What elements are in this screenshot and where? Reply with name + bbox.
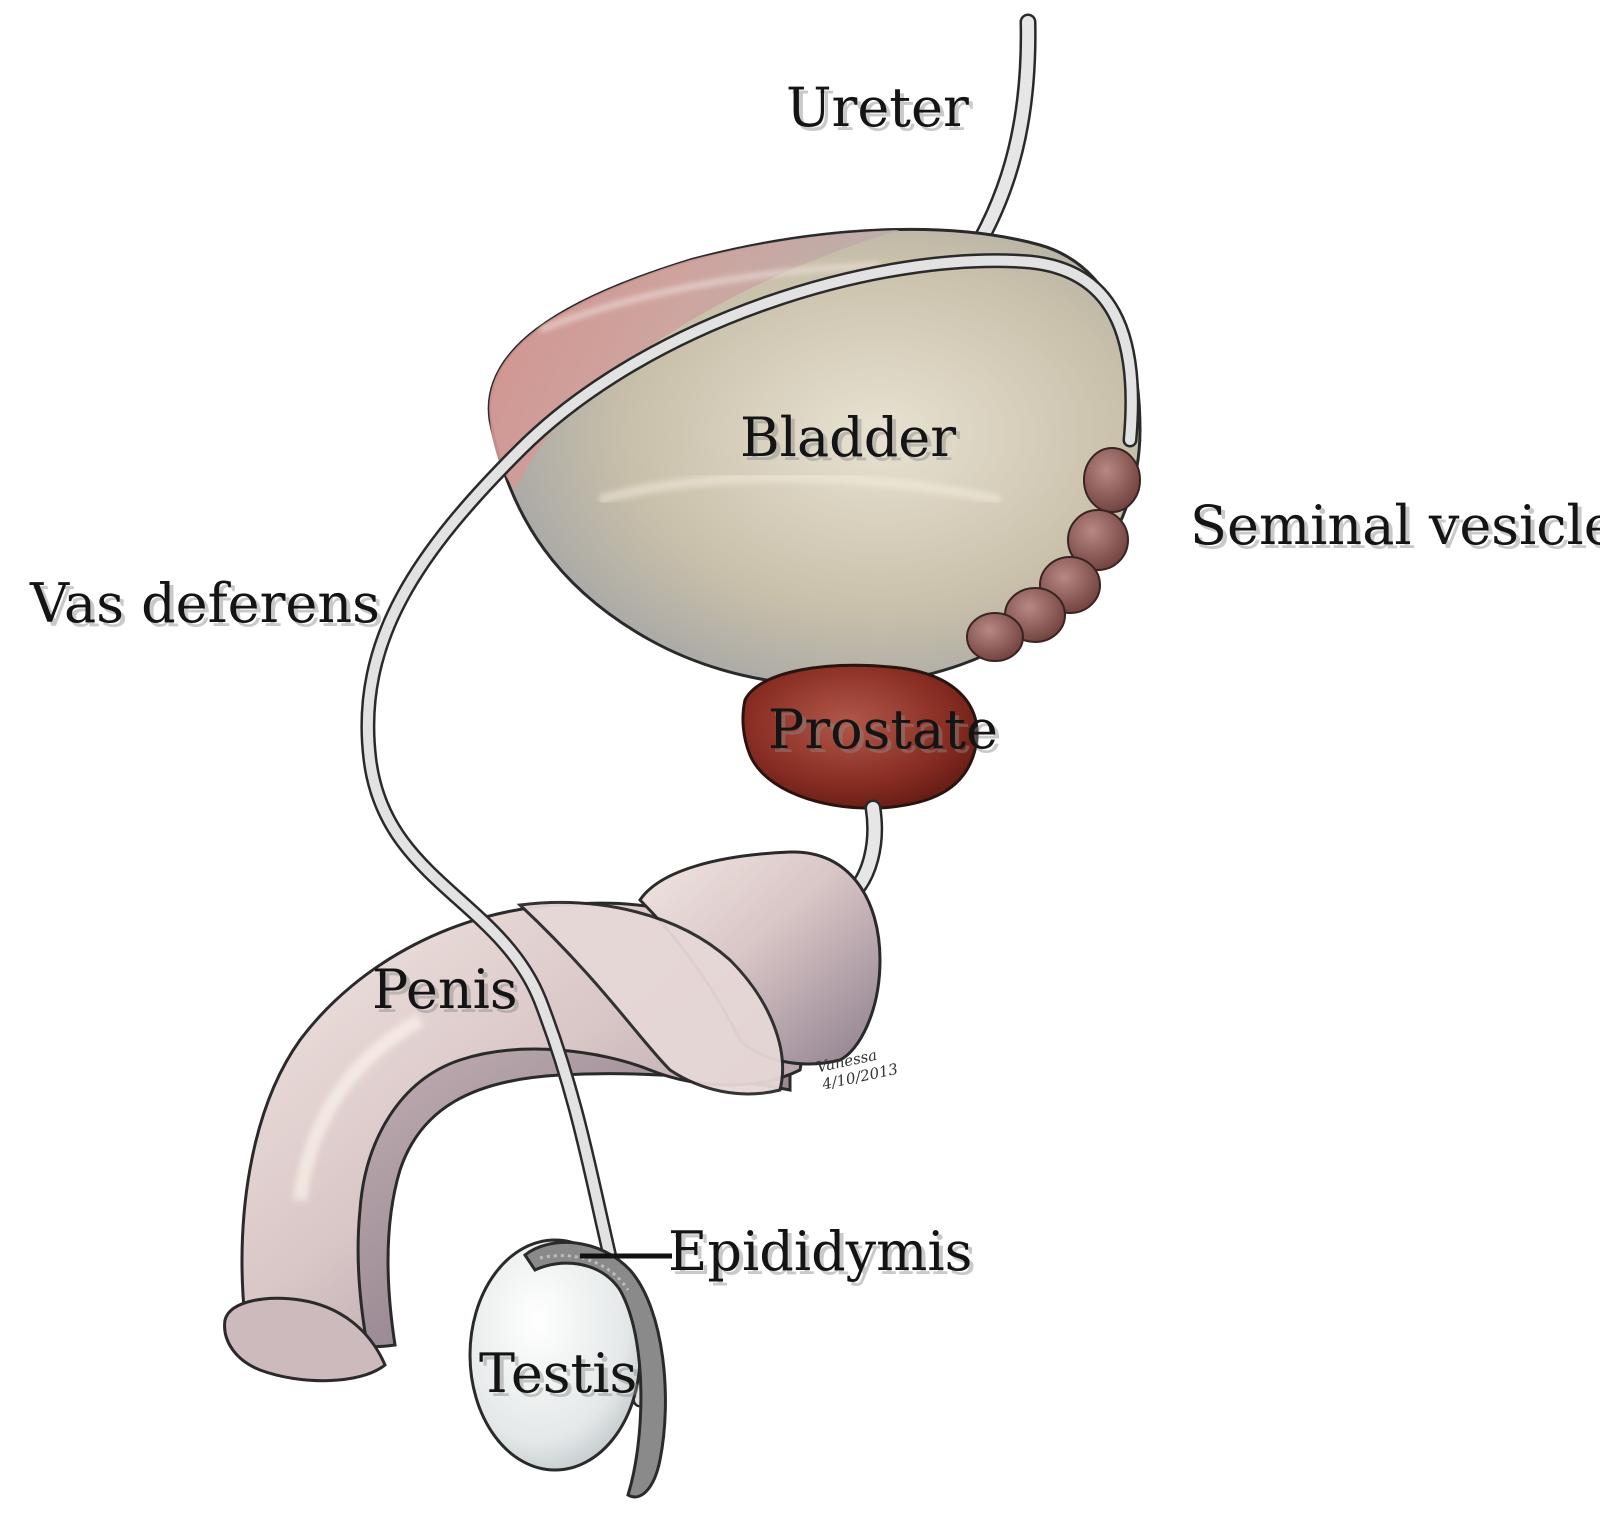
label-ureter-text: Ureter [786,76,969,139]
prostate-shape [741,663,979,810]
label-testis: Testis Testis [479,1342,641,1409]
label-seminal-vesicle-shadow: Seminal vesicle [1194,498,1600,561]
label-testis-text: Testis [479,1342,637,1405]
penis-shape [223,850,882,1383]
label-ureter-shadow: Ureter [790,80,973,143]
seminal-vesicle-shape [966,447,1141,662]
vas-deferens-shape [360,253,1140,1408]
label-seminal-vesicle: Seminal vesicle Seminal vesicle [1190,494,1600,561]
label-testis-shadow: Testis [483,1346,641,1409]
epididymis-shape [522,1240,667,1499]
label-epididymis-shadow: Epididymis [672,1224,976,1287]
label-epididymis-text: Epididymis [668,1220,972,1283]
label-prostate: Prostate Prostate [768,698,1002,765]
label-bladder-text: Bladder [740,406,956,469]
label-bladder-shadow: Bladder [744,410,960,473]
label-bladder: Bladder Bladder [740,406,960,473]
label-penis-text: Penis [372,958,518,1021]
label-epididymis: Epididymis Epididymis [668,1220,976,1287]
label-prostate-text: Prostate [768,698,998,761]
label-penis: Penis Penis [372,958,522,1025]
label-vas-deferens-text: Vas deferens [29,572,380,635]
label-vas-deferens: Vas deferens Vas deferens [29,572,384,639]
label-prostate-shadow: Prostate [772,702,1002,765]
label-penis-shadow: Penis [376,962,522,1025]
label-seminal-vesicle-text: Seminal vesicle [1190,494,1600,557]
label-ureter: Ureter Ureter [786,76,973,143]
bladder-shape [487,227,1142,688]
label-vas-deferens-shadow: Vas deferens [33,576,384,639]
